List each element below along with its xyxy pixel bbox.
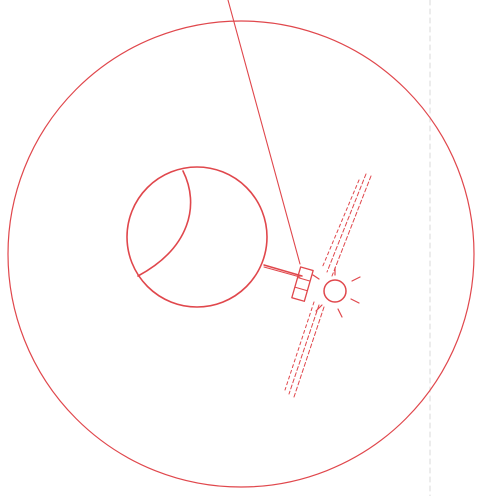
outer-orbit-circle	[8, 21, 474, 487]
connector-rod	[264, 265, 302, 276]
satellite-body	[292, 267, 313, 301]
planet-circle	[127, 167, 267, 307]
satellite-panel	[285, 174, 371, 397]
pointer-line	[228, 0, 300, 264]
sun-circle	[324, 280, 346, 302]
planet-arc	[138, 171, 191, 276]
connector-rod-upper	[264, 267, 300, 277]
sun-rays	[313, 268, 360, 317]
